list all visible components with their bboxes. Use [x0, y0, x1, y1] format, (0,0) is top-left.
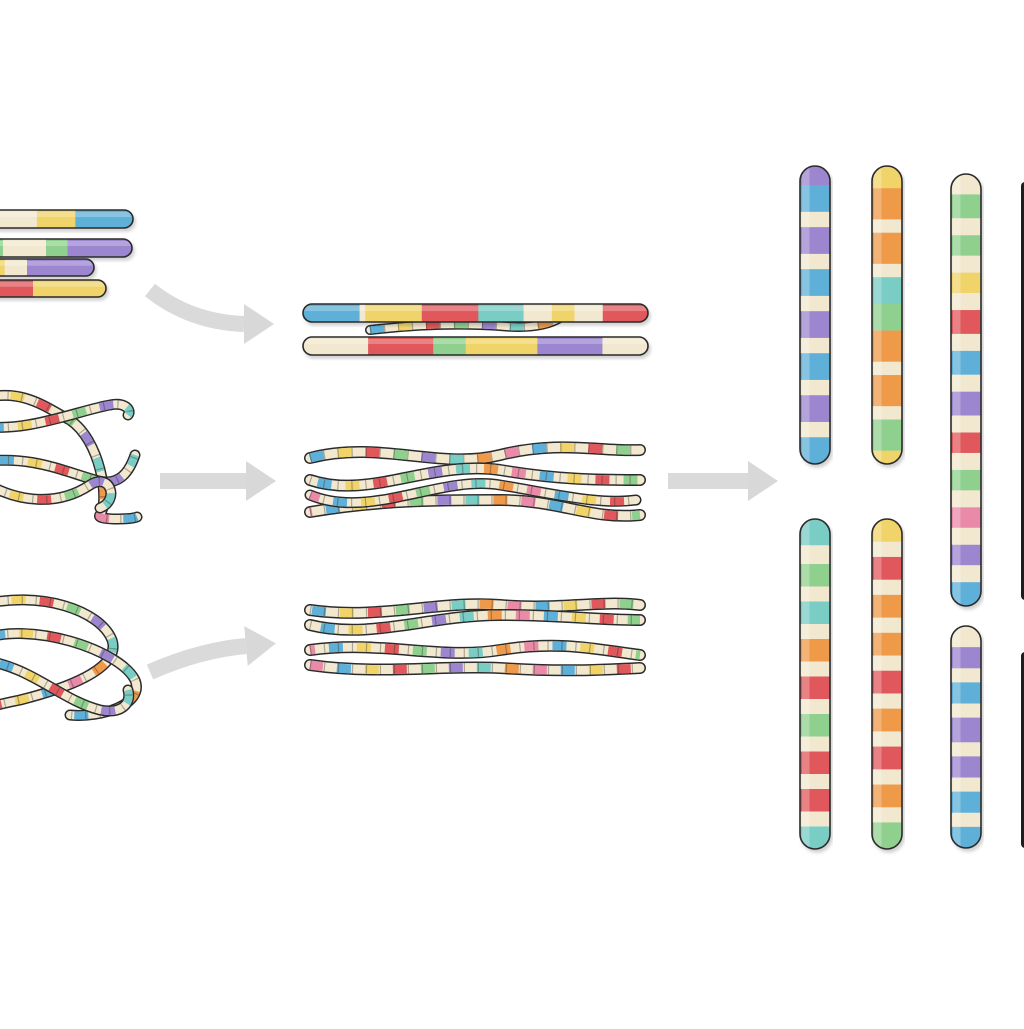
arrow-row-1 — [145, 283, 274, 344]
arrows-layer — [145, 283, 778, 680]
twist-strand-3d — [304, 659, 646, 677]
loop-strand-3 — [0, 658, 135, 717]
arrow-row-2 — [160, 461, 276, 501]
band — [0, 239, 4, 257]
chromosome-2 — [871, 165, 903, 465]
chromosome-edge-2 — [1021, 652, 1024, 848]
twist-strand-3b — [304, 609, 646, 636]
chromosome-5 — [871, 518, 903, 850]
twist-strand-3a — [304, 597, 646, 619]
chromosome-1 — [799, 165, 831, 465]
input-rod-1 — [0, 209, 134, 229]
input-strands-layer — [0, 209, 143, 721]
input-rod-4 — [0, 279, 107, 298]
aligned-rod-top — [302, 303, 649, 323]
tangle-strand-3 — [0, 449, 141, 488]
chromosomes-layer — [799, 165, 1024, 850]
arrow-row-3 — [146, 626, 276, 680]
aligned-strands-layer — [302, 303, 649, 677]
twist-strand-2b — [304, 462, 646, 492]
chromosome-6 — [950, 625, 982, 849]
twist-strand-2d — [304, 478, 642, 509]
aligned-rod-bottom — [302, 336, 649, 356]
twist-strand-3c — [304, 639, 646, 661]
band — [359, 304, 366, 322]
chromosome-edge-1 — [1021, 182, 1024, 600]
tangle-strand-1 — [0, 389, 143, 525]
band — [0, 259, 6, 276]
chromosome-4 — [799, 518, 831, 850]
arrow-to-chromosomes — [668, 461, 778, 501]
chromosome-3 — [950, 173, 982, 607]
twist-strand-2a — [304, 441, 646, 466]
loop-strand-1 — [0, 594, 119, 711]
tangle-strand-4 — [0, 476, 117, 514]
pairing-strand — [365, 313, 565, 335]
tangle-strand-2 — [0, 398, 135, 433]
input-rod-3 — [0, 258, 95, 277]
input-rod-2 — [0, 238, 133, 258]
